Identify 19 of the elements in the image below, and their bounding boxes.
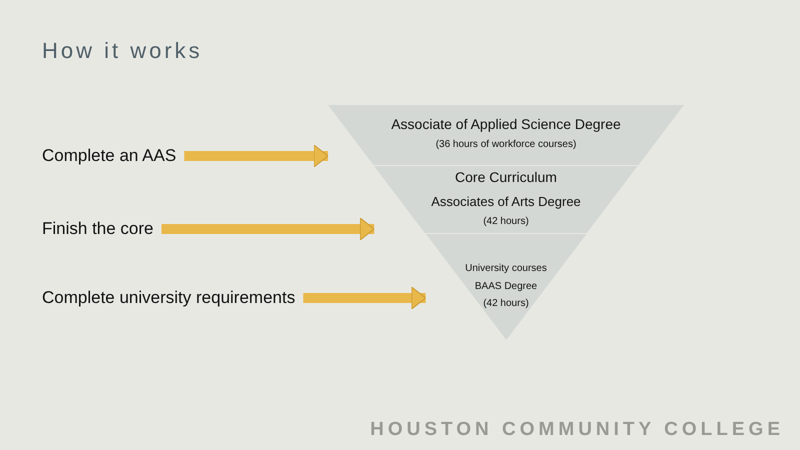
- pyramid-tier: [374, 166, 638, 233]
- tier-heading: Core Curriculum: [454, 169, 558, 185]
- pyramid-tier: [426, 234, 586, 340]
- tier-heading: Associate of Applied Science Degree: [390, 116, 622, 132]
- block-arrow: [303, 286, 426, 310]
- tier-text: (42 hours): [482, 298, 530, 309]
- block-arrow: [184, 144, 328, 168]
- tier-text: Associates of Arts Degree: [430, 194, 582, 209]
- tier-heading: University courses: [464, 263, 548, 274]
- step-label: Complete university requirements: [42, 288, 296, 308]
- block-arrow: [162, 218, 375, 240]
- tier-text: (42 hours): [482, 216, 530, 227]
- tier-text: (36 hours of workforce courses): [434, 139, 578, 150]
- step-label: Complete an AAS: [42, 146, 176, 166]
- pyramid-tier: [328, 105, 684, 165]
- tier-text: BAAS Degree: [474, 281, 538, 292]
- title: How it works: [42, 38, 203, 64]
- footer-text: HOUSTON COMMUNITY COLLEGE: [370, 419, 784, 441]
- step-label: Finish the core: [42, 219, 154, 239]
